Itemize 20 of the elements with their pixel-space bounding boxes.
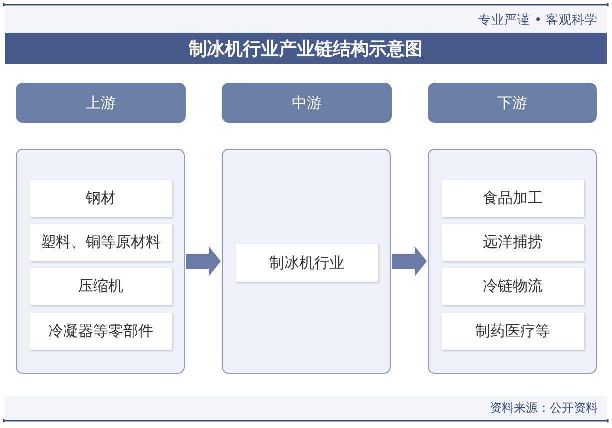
group-panel <box>16 149 185 374</box>
group-panel <box>428 149 597 374</box>
item-box: 食品加工 <box>442 180 584 217</box>
title-bar: 制冰机行业产业链结构示意图 <box>5 33 607 64</box>
item-box: 压缩机 <box>30 268 172 305</box>
stage-header: 中游 <box>222 83 392 123</box>
stage-header: 下游 <box>428 83 597 123</box>
item-box: 冷链物流 <box>442 268 584 305</box>
item-box: 塑料、铜等原材料 <box>30 224 172 261</box>
group-panel <box>222 149 391 374</box>
block-arrow <box>392 246 427 276</box>
slogan: 专业严谨 • 客观科学 <box>478 11 598 29</box>
block-arrow <box>186 246 221 276</box>
item-box: 钢材 <box>30 180 172 217</box>
item-box: 制冰机行业 <box>236 244 378 282</box>
item-box: 冷凝器等零部件 <box>30 313 172 350</box>
stage-header: 上游 <box>16 83 186 123</box>
source-note: 资料来源：公开资料 <box>490 400 598 417</box>
item-box: 制药医疗等 <box>442 313 584 350</box>
item-box: 远洋捕捞 <box>442 224 584 261</box>
